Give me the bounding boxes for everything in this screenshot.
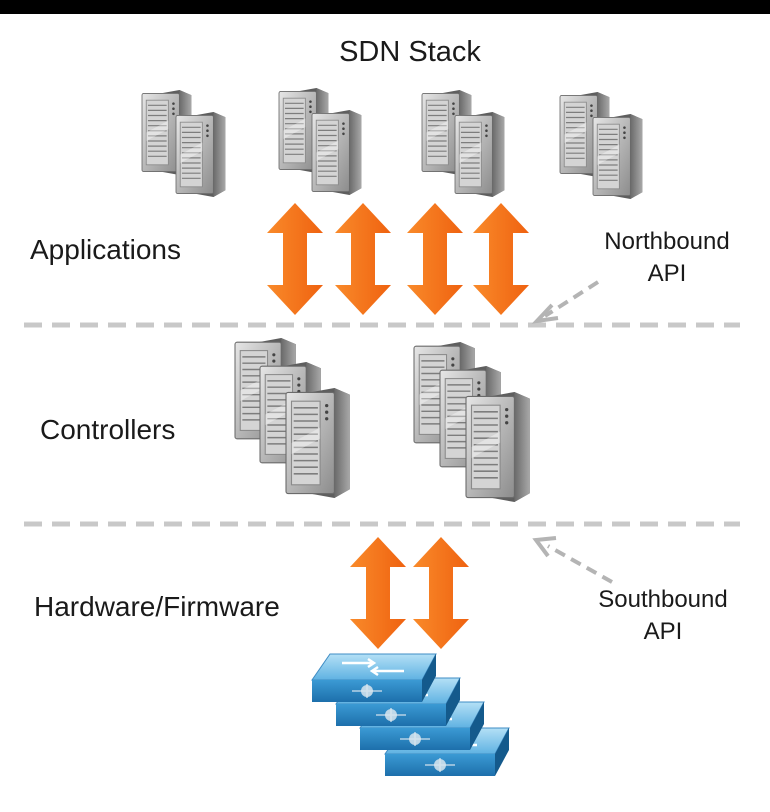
server-pair-icon bbox=[559, 91, 643, 200]
northbound-api-line1: Northbound bbox=[604, 228, 730, 255]
dashed-arrow-icon bbox=[531, 280, 600, 324]
bidirectional-arrow-icon bbox=[350, 537, 406, 649]
bidirectional-arrow-icon bbox=[335, 203, 391, 315]
controller-servers bbox=[234, 337, 531, 503]
controllers-layer-label: Controllers bbox=[40, 414, 176, 445]
northbound-api-line2: API bbox=[647, 260, 687, 287]
hardware-layer-label: Hardware/Firmware bbox=[34, 591, 280, 622]
diagram-title: SDN Stack bbox=[339, 36, 481, 68]
application-servers bbox=[141, 87, 643, 200]
southbound-api-line2: API bbox=[643, 618, 683, 645]
network-switches bbox=[310, 652, 511, 778]
dashed-arrow-icon bbox=[532, 536, 613, 584]
server-pair-icon bbox=[421, 89, 505, 198]
bidirectional-arrow-icon bbox=[267, 203, 323, 315]
network-switch-icon bbox=[310, 652, 438, 704]
northbound-api-label: Northbound API bbox=[582, 226, 752, 290]
southbound-api-line1: Southbound bbox=[598, 586, 728, 613]
top-black-bar bbox=[0, 0, 770, 14]
server-stack-icon bbox=[234, 337, 351, 499]
server-pair-icon bbox=[278, 87, 362, 196]
northbound-arrows bbox=[267, 203, 529, 315]
southbound-api-label: Southbound API bbox=[578, 584, 748, 648]
server-pair-icon bbox=[141, 89, 226, 198]
server-stack-icon bbox=[413, 341, 531, 503]
applications-layer-label: Applications bbox=[30, 234, 181, 265]
bidirectional-arrow-icon bbox=[473, 203, 529, 315]
southbound-arrows bbox=[350, 537, 469, 649]
bidirectional-arrow-icon bbox=[407, 203, 463, 315]
bidirectional-arrow-icon bbox=[413, 537, 469, 649]
